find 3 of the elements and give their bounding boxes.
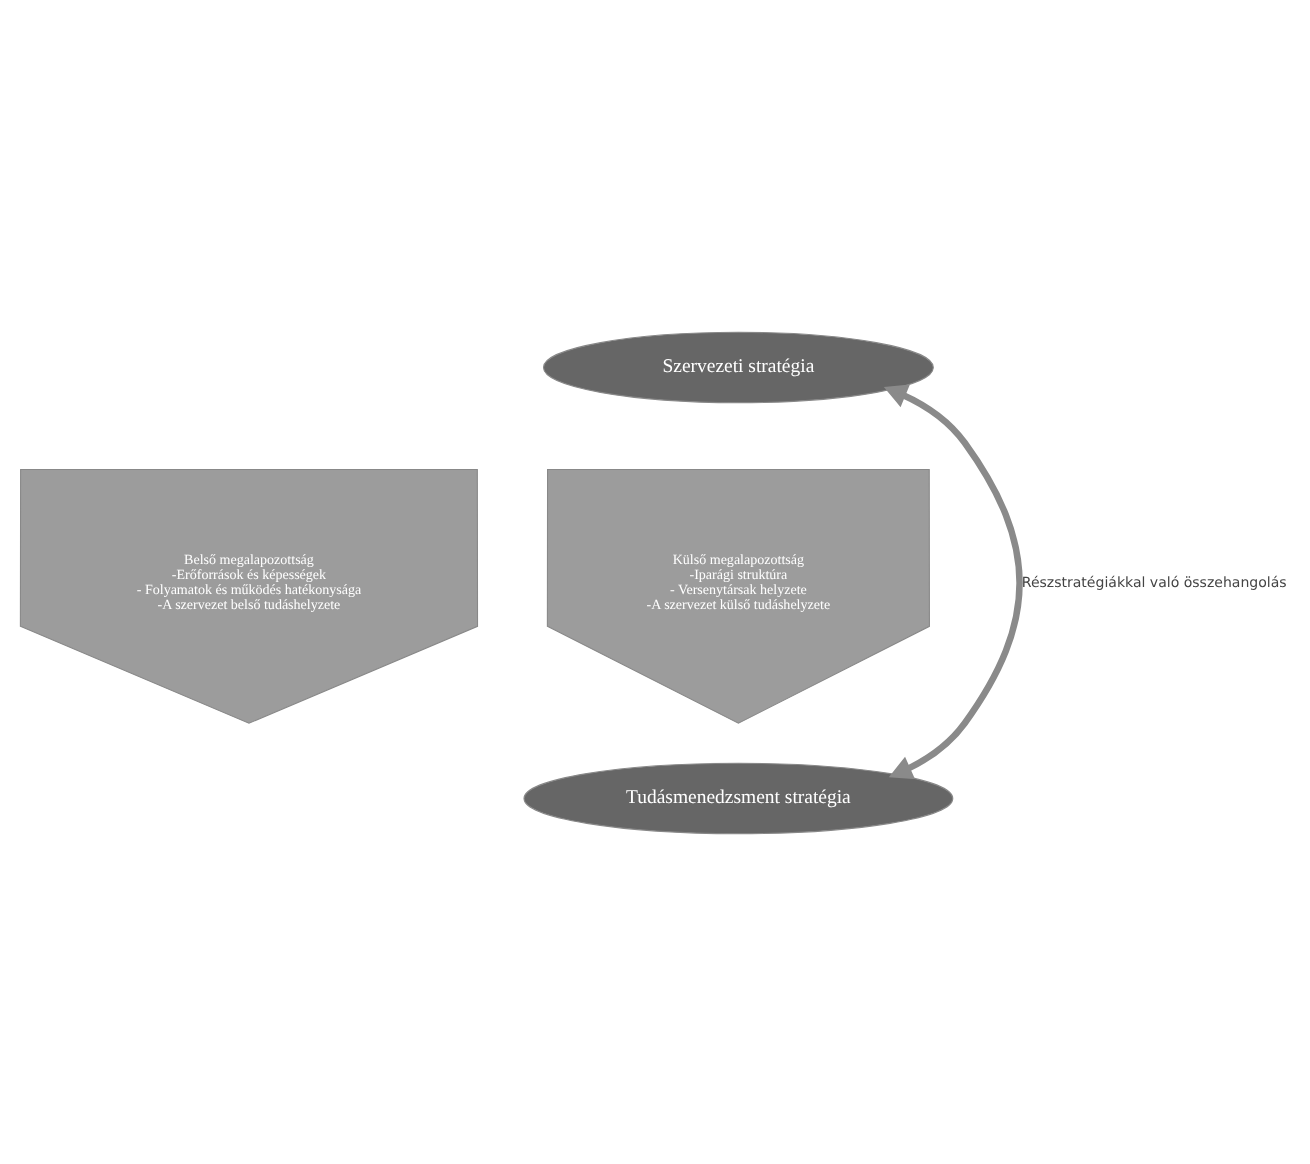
node-ellipse: Tudásmenedzsment stratégia — [523, 761, 954, 834]
arrow — [883, 383, 1023, 778]
node-ellipse: Szervezeti stratégia — [542, 330, 934, 403]
